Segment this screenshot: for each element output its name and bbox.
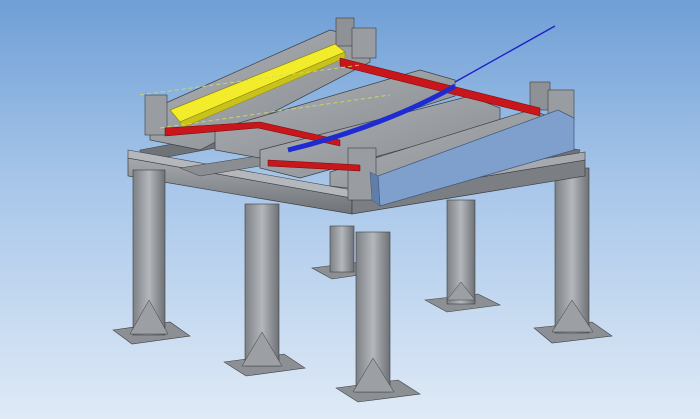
axis-line xyxy=(454,25,556,83)
leg-left-front[interactable] xyxy=(112,169,191,345)
highlighted-rail-red[interactable] xyxy=(164,57,541,172)
highlighted-rail-blue[interactable] xyxy=(287,83,457,153)
construction-guides xyxy=(139,64,391,129)
leg-back-right[interactable] xyxy=(424,199,502,313)
leg-right-front[interactable] xyxy=(533,167,613,344)
leg-mid-front[interactable] xyxy=(223,203,306,377)
highlighted-beam-yellow[interactable] xyxy=(169,43,346,129)
highlighted-plate-lightblue[interactable] xyxy=(369,109,575,207)
leg-center-front[interactable] xyxy=(335,231,421,403)
